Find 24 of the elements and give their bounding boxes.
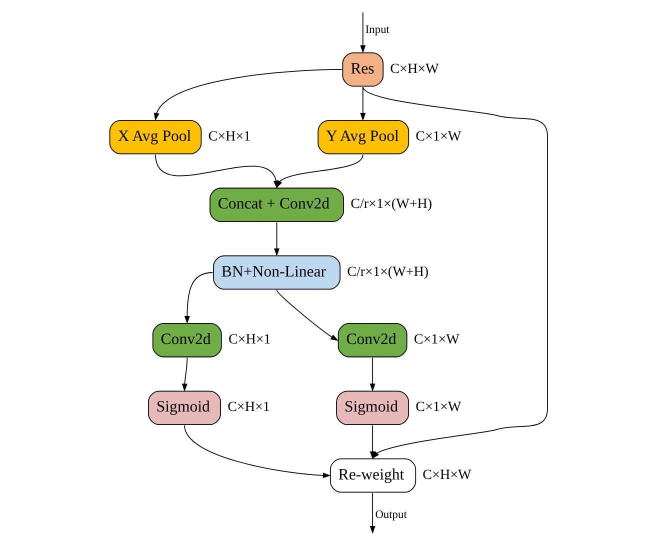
arrow <box>360 12 366 54</box>
node-label: C/r×1×(W+H) <box>347 264 429 280</box>
node-label: C×H×1 <box>228 332 271 348</box>
edge-label: Input <box>365 24 390 36</box>
arrow <box>276 154 364 188</box>
node-label: C×1×W <box>416 128 462 144</box>
arrow <box>360 86 366 121</box>
node-label: C×1×W <box>416 399 462 416</box>
arrow <box>276 290 339 341</box>
arrow <box>184 425 331 478</box>
edge-label: Output <box>375 509 407 522</box>
node-label: C/r×1×(W+H) <box>350 196 432 212</box>
arrow <box>154 69 342 121</box>
arrow <box>370 357 376 392</box>
arrow <box>182 357 188 392</box>
arrow <box>370 425 376 460</box>
node-label: C×1×W <box>414 332 460 348</box>
arrow <box>274 222 280 256</box>
arrow <box>370 492 376 534</box>
arrow <box>184 272 214 324</box>
node-label: C×H×1 <box>228 399 270 416</box>
node-label: C×H×W <box>390 60 439 77</box>
node-label: C×H×1 <box>208 128 251 144</box>
node-label: C×H×W <box>422 466 472 483</box>
